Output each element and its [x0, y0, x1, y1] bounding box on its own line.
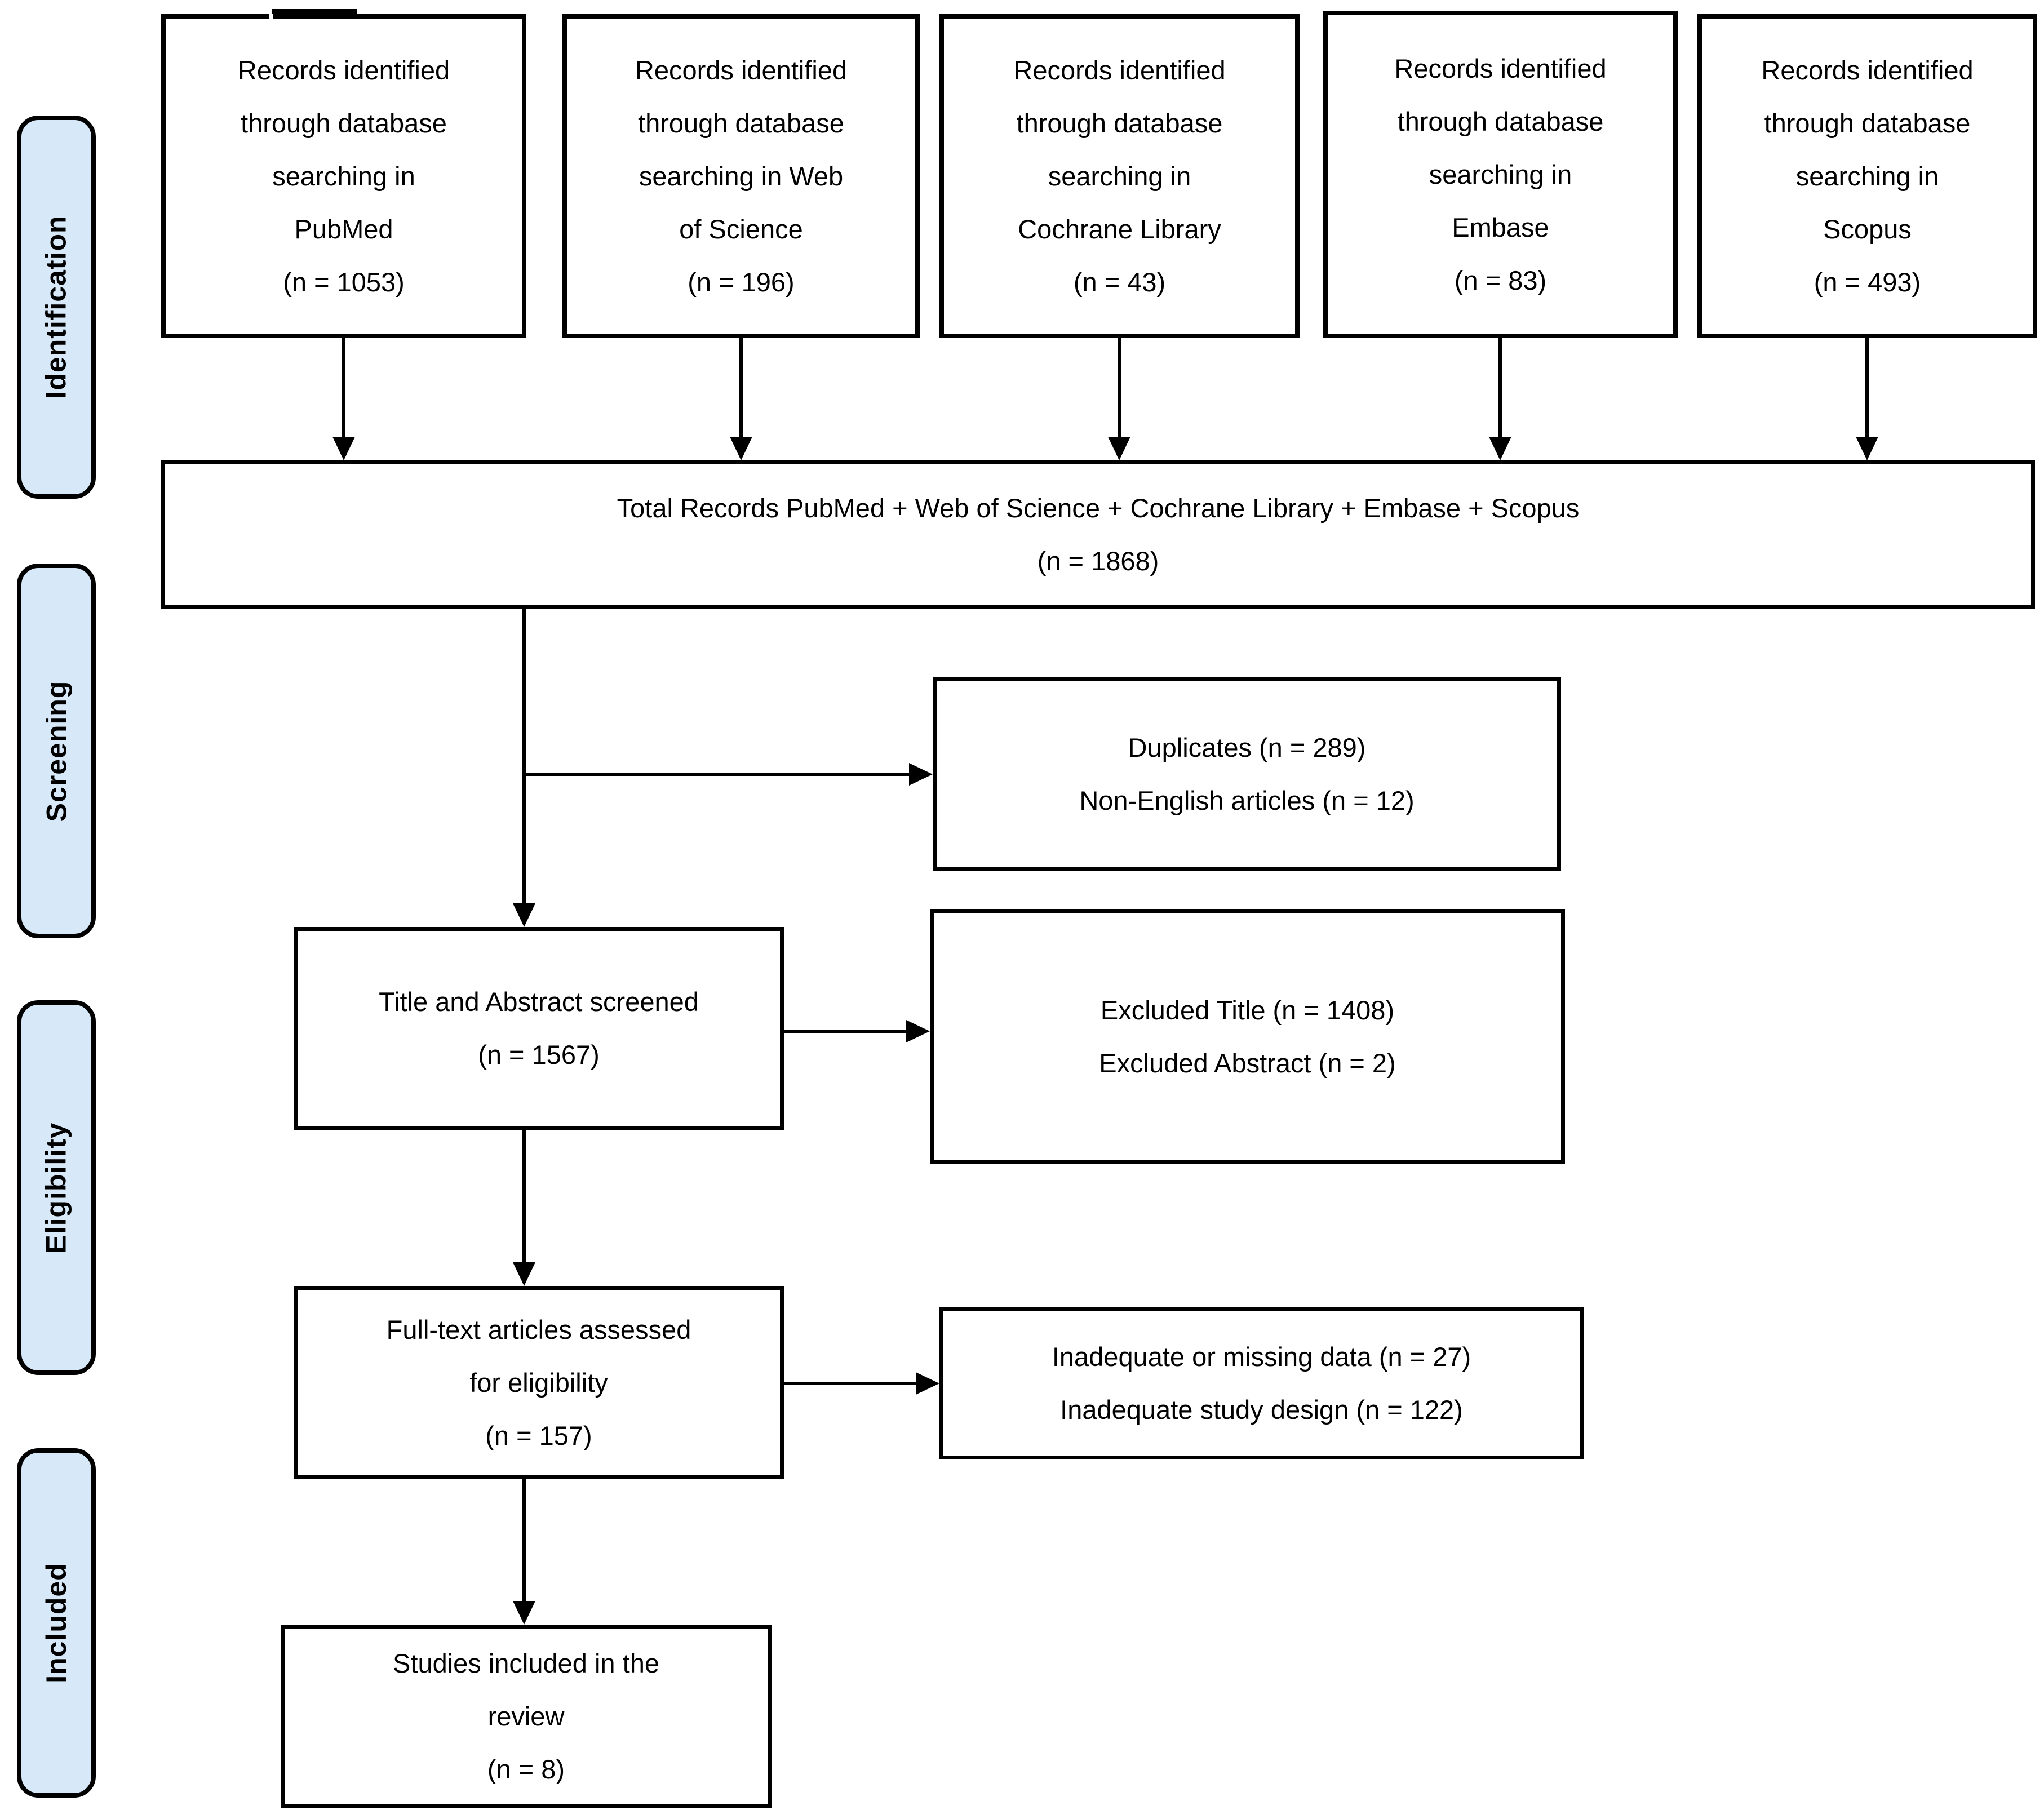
box-studies-included: Studies included in the review (n = 8) [281, 1625, 772, 1808]
sidebar-stage-identification: Identification [17, 116, 96, 499]
arrow-screened-to-excluded-line [784, 1030, 906, 1033]
arrow-embase-to-total-head [1489, 437, 1511, 460]
box-records-scopus-text: Records identified through database sear… [1761, 55, 1974, 297]
sidebar-stage-included: Included [17, 1448, 96, 1798]
box-excluded-title-abstract: Excluded Title (n = 1408) Excluded Abstr… [930, 909, 1565, 1164]
box-inadequate-excluded: Inadequate or missing data (n = 27) Inad… [939, 1307, 1584, 1459]
arrow-fulltext-to-included-head [513, 1601, 535, 1625]
box-duplicates-removed: Duplicates (n = 289) Non-English article… [933, 677, 1561, 871]
box-records-pubmed-text: Records identified through database sear… [237, 55, 450, 297]
arrow-wos-to-total-head [730, 437, 752, 460]
arrow-embase-to-total-line [1498, 338, 1502, 439]
box-excluded-title-abstract-text: Excluded Title (n = 1408) Excluded Abstr… [1099, 995, 1396, 1078]
box-total-records-text: Total Records PubMed + Web of Science + … [617, 493, 1580, 576]
arrow-branch-to-duplicates-line [522, 773, 909, 776]
box-duplicates-removed-text: Duplicates (n = 289) Non-English article… [1079, 732, 1415, 815]
border-seam-notch [269, 14, 273, 20]
arrow-cochrane-to-total-head [1108, 437, 1130, 460]
sidebar-stage-screening: Screening [17, 564, 96, 938]
box-records-scopus: Records identified through database sear… [1697, 14, 2037, 338]
box-records-cochrane: Records identified through database sear… [939, 14, 1300, 338]
box-studies-included-text: Studies included in the review (n = 8) [393, 1648, 659, 1784]
arrow-pubmed-to-total-head [332, 437, 355, 460]
arrow-fulltext-to-inadequate-head [916, 1372, 939, 1395]
box-inadequate-excluded-text: Inadequate or missing data (n = 27) Inad… [1052, 1342, 1471, 1425]
arrow-screened-to-fulltext-line [522, 1130, 526, 1262]
sidebar-stage-identification-label: Identification [41, 215, 73, 399]
sidebar-stage-eligibility: Eligibility [17, 1000, 96, 1375]
arrow-branch-to-duplicates-head [909, 763, 933, 786]
arrow-wos-to-total-line [739, 338, 743, 439]
arrow-screened-to-excluded-head [906, 1020, 930, 1042]
border-seam-dash [272, 9, 357, 14]
sidebar-stage-screening-label: Screening [41, 680, 72, 822]
box-fulltext-assessed-text: Full-text articles assessed for eligibil… [386, 1314, 691, 1450]
arrow-cochrane-to-total-line [1118, 338, 1121, 439]
box-records-cochrane-text: Records identified through database sear… [1013, 55, 1226, 297]
arrow-total-to-screening-head [513, 903, 535, 927]
arrow-scopus-to-total-head [1856, 437, 1878, 460]
box-records-embase: Records identified through database sear… [1323, 11, 1678, 338]
arrow-screened-to-fulltext-head [513, 1262, 535, 1286]
box-records-web-of-science: Records identified through database sear… [562, 14, 920, 338]
arrow-fulltext-to-inadequate-line [784, 1382, 916, 1385]
box-records-embase-text: Records identified through database sear… [1394, 53, 1607, 295]
arrow-total-to-screening-line [522, 609, 526, 903]
sidebar-stage-included-label: Included [41, 1563, 73, 1683]
arrow-scopus-to-total-line [1865, 338, 1869, 439]
sidebar-stage-eligibility-label: Eligibility [41, 1121, 72, 1254]
arrow-fulltext-to-included-line [522, 1479, 526, 1601]
box-records-web-of-science-text: Records identified through database sear… [635, 55, 848, 297]
box-fulltext-assessed: Full-text articles assessed for eligibil… [294, 1286, 784, 1479]
box-title-abstract-screened: Title and Abstract screened (n = 1567) [294, 927, 784, 1130]
box-title-abstract-screened-text: Title and Abstract screened (n = 1567) [379, 987, 699, 1070]
box-total-records: Total Records PubMed + Web of Science + … [161, 460, 2035, 609]
box-records-pubmed: Records identified through database sear… [161, 14, 526, 338]
arrow-pubmed-to-total-line [342, 338, 345, 439]
